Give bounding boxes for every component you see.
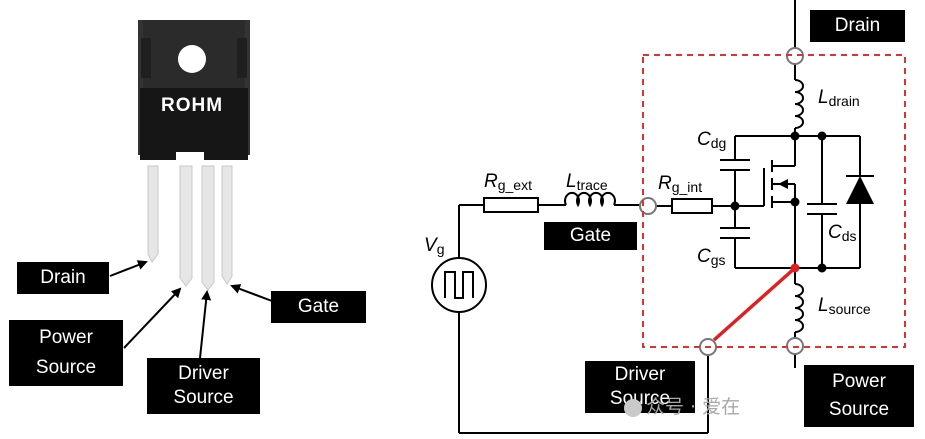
var-main: C (828, 222, 842, 243)
junction-dot (790, 131, 800, 141)
var-sub: drain (828, 93, 860, 109)
var-sub: gs (710, 252, 726, 268)
label-l-drain: Ldrain (818, 87, 860, 109)
var-main: R (658, 173, 672, 194)
label-text: Power (39, 327, 93, 349)
resistor-rgint (671, 198, 713, 214)
arrow-gate (230, 284, 273, 302)
var-main: R (484, 171, 498, 192)
var-main: L (818, 295, 829, 316)
label-drain-right: Drain (810, 10, 905, 42)
diode-triangle-icon (846, 176, 874, 204)
label-driver-source-left: Driver Source (147, 358, 260, 414)
var-sub: ds (841, 228, 857, 244)
package-notch-right (237, 38, 247, 78)
var-sub: g (436, 241, 445, 257)
lead-gate (221, 165, 233, 285)
label-text: Source (828, 399, 890, 420)
var-main: L (566, 171, 577, 192)
junction-dot (730, 201, 740, 211)
var-sub: g_ext (497, 177, 532, 193)
label-gate-left: Gate (271, 291, 366, 323)
label-c-ds: Cds (828, 222, 857, 244)
label-text: Drain (834, 15, 881, 37)
kelvin-source-wire (712, 266, 797, 342)
watermark-text: 众号 · 爱在 (646, 396, 741, 418)
junction-dots (730, 131, 827, 273)
arrow-drain (109, 260, 148, 277)
arrow-driver-source (199, 290, 212, 359)
label-power-source-left: Power Source (9, 320, 123, 386)
label-l-trace: Ltrace (566, 171, 608, 193)
label-text: Gate (297, 296, 340, 318)
kelvin-junction-dot (790, 263, 800, 273)
label-text: Driver (614, 364, 666, 386)
label-text: Drain (40, 267, 86, 289)
label-drain-left: Drain (17, 262, 109, 294)
label-text: Driver (178, 363, 229, 385)
label-c-dg: Cdg (697, 129, 727, 151)
label-vg: Vg (424, 235, 445, 257)
var-main: C (697, 246, 711, 267)
var-sub: g_int (671, 179, 703, 195)
label-text: Power (832, 371, 886, 393)
inductor-ldrain (794, 79, 804, 129)
var-main: C (697, 129, 711, 150)
inductor-lsource (794, 283, 804, 333)
label-text: Source (35, 357, 97, 378)
voltage-source-vg (431, 257, 487, 313)
mosfet-arrow-icon (778, 179, 788, 189)
label-l-source: Lsource (818, 295, 871, 317)
arrow-power-source (123, 287, 182, 349)
junction-dot (790, 197, 800, 207)
var-main: L (818, 87, 829, 108)
package-notch-left (141, 38, 151, 78)
package-center-notch (176, 152, 204, 166)
junction-dot (817, 131, 827, 141)
label-c-gs: Cgs (697, 246, 726, 268)
var-sub: source (828, 301, 871, 317)
wechat-icon (624, 398, 642, 417)
inductor-ltrace (564, 191, 616, 208)
resistor-rgext (483, 197, 539, 213)
lead-power-source (179, 165, 193, 287)
package-body (140, 88, 248, 160)
label-rg-ext: Rg_ext (484, 171, 532, 193)
lead-drain (147, 165, 159, 263)
lead-driver-source (201, 165, 215, 291)
label-gate-right: Gate (544, 222, 637, 250)
rohm-logo: ROHM (161, 95, 223, 116)
label-text: Gate (569, 225, 612, 247)
watermark: 众号 · 爱在 (624, 392, 740, 419)
var-main: V (424, 235, 437, 256)
label-text: Source (173, 387, 234, 408)
var-sub: trace (576, 177, 608, 193)
pulse-waveform-icon (444, 271, 474, 299)
label-rg-int: Rg_int (658, 173, 703, 195)
package-boundary (642, 54, 906, 348)
junction-dot (817, 263, 827, 273)
mounting-hole (178, 45, 206, 73)
label-power-source-right: Power Source (804, 365, 914, 427)
var-sub: dg (710, 135, 727, 151)
package-illustration (138, 20, 250, 291)
